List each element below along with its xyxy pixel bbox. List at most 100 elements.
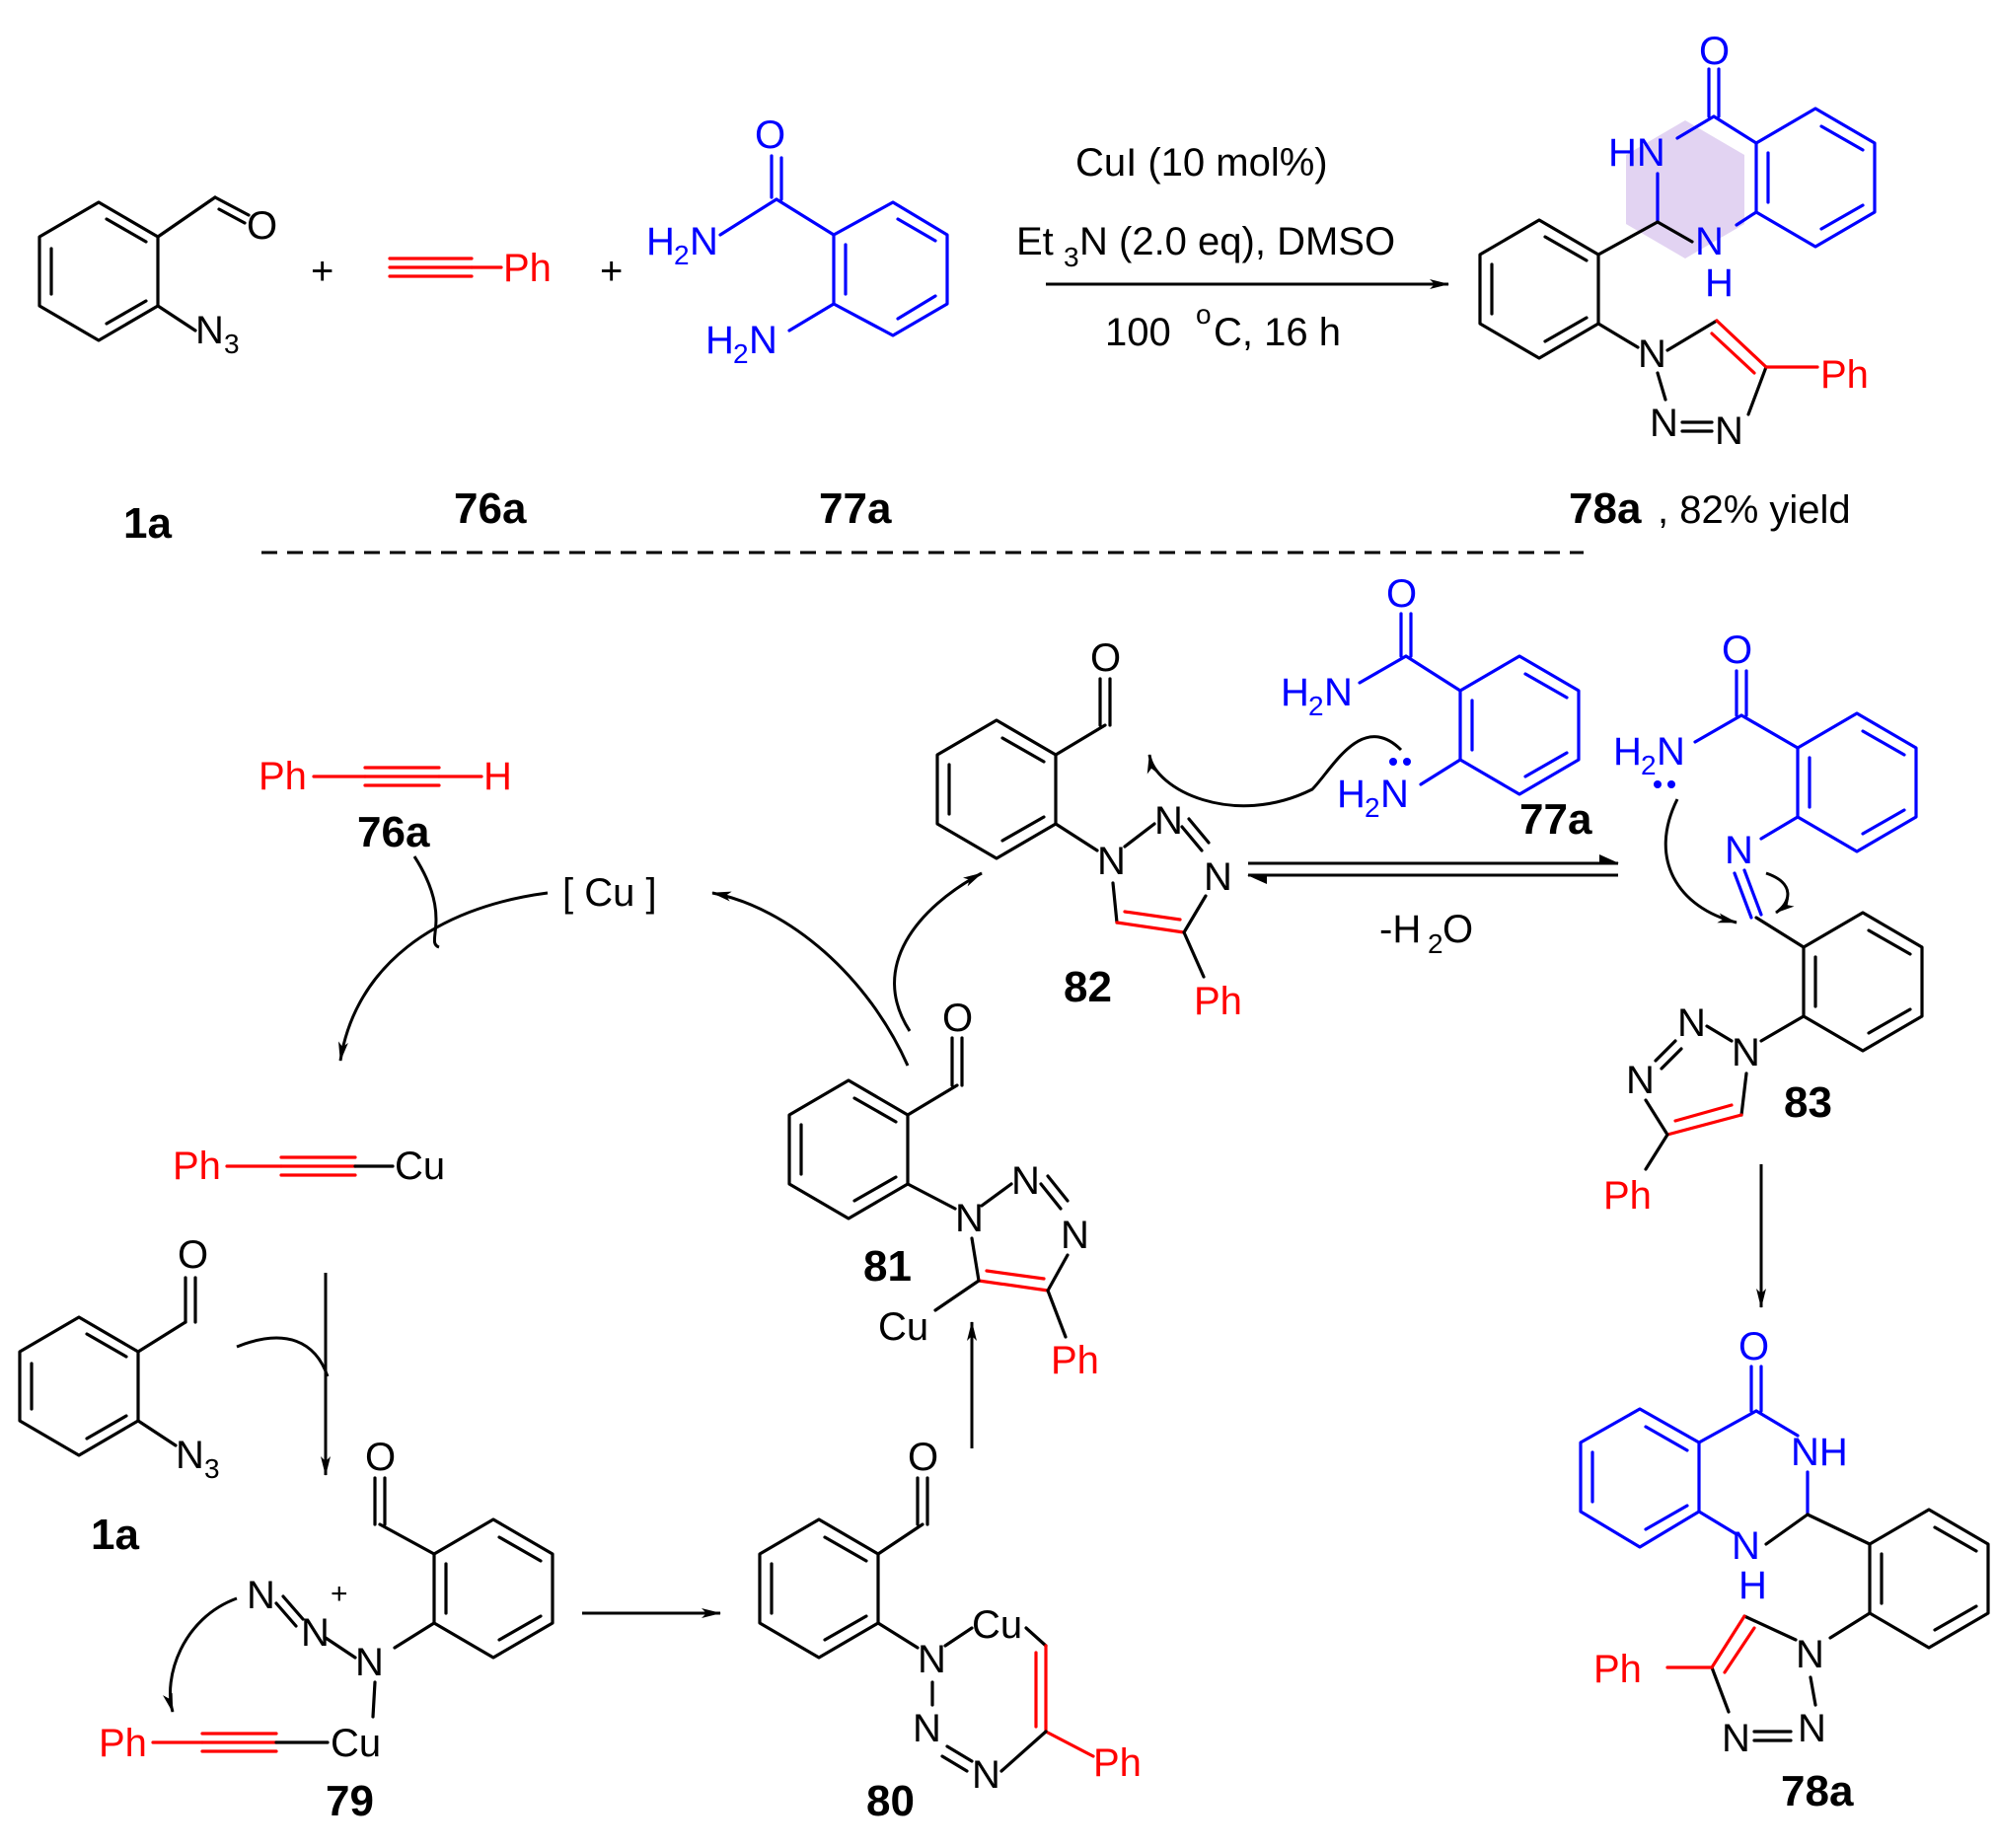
atom-H2N: H: [705, 319, 734, 362]
conditions-line-3b: C, 16 h: [1214, 311, 1341, 354]
label-80: 80: [866, 1777, 915, 1825]
atom-N: N: [955, 1197, 984, 1240]
atom-Ph: Ph: [1093, 1741, 1142, 1785]
atom-N: N: [1677, 1001, 1706, 1045]
atom-O: O: [178, 1233, 208, 1277]
structure-82: O N N N Ph: [935, 636, 1242, 1023]
label-1a-mech: 1a: [91, 1511, 139, 1559]
structure-77a-mech: O H 2 N H 2 N: [1281, 572, 1581, 823]
structure-80: O N Cu Ph N N: [758, 1436, 1142, 1797]
water-loss-sub: 2: [1428, 928, 1443, 959]
atom-N: N: [1204, 855, 1232, 899]
structure-77a-top: O H 2 N H 2 N: [646, 113, 949, 369]
structure-78a-mech: O NH N H N Ph N N: [1579, 1325, 1990, 1760]
conditions-line-1: CuI (10 mol%): [1075, 141, 1328, 185]
atom-H2N: H: [1613, 730, 1642, 774]
atom-H: H: [1705, 261, 1734, 305]
atom-N: N: [1154, 799, 1183, 843]
label-77a-mech: 77a: [1519, 795, 1592, 844]
arrow-cu-to-acetylide: [338, 891, 549, 1062]
atom-Ph: Ph: [1820, 353, 1869, 397]
atom-N: N: [1798, 1707, 1826, 1750]
arrow-intramolecular: [1663, 798, 1737, 924]
reaction-conditions: CuI (10 mol%) Et 3 N (2.0 eq), DMSO 100 …: [1016, 141, 1449, 354]
atom-N: N: [1638, 333, 1666, 376]
label-83: 83: [1784, 1078, 1832, 1127]
atom-N: N: [301, 1611, 330, 1655]
atom-HN: HN: [1608, 131, 1665, 175]
atom-N3-sub: 3: [204, 1453, 220, 1484]
structure-76a-top: Ph: [388, 247, 552, 290]
atom-Ph: Ph: [1593, 1648, 1642, 1691]
atom-N: N: [1695, 220, 1724, 263]
atom-N: N: [1732, 1031, 1760, 1074]
arrow-76a-in: [412, 855, 440, 949]
atom-N: N: [247, 1574, 275, 1617]
arrow-1a-in: [236, 1336, 330, 1377]
label-76a-mech: 76a: [357, 808, 430, 856]
atom-Ph: Ph: [503, 247, 552, 290]
atom-N: N: [913, 1707, 941, 1750]
atom-Cu: Cu: [878, 1305, 928, 1349]
atom-N: N: [749, 319, 777, 362]
structure-83: O H 2 N N N N N Ph: [1603, 628, 1924, 1218]
atom-Ph: Ph: [1603, 1174, 1652, 1218]
atom-N: N: [1650, 402, 1678, 445]
label-77a: 77a: [819, 484, 892, 533]
atom-Ph: Ph: [259, 755, 307, 798]
arrow-81-to-82: [893, 871, 983, 1032]
atom-H2N: H: [1337, 773, 1366, 816]
label-81: 81: [863, 1242, 912, 1291]
yield-text: , 82% yield: [1658, 488, 1851, 532]
arrow-79-curved: [162, 1596, 238, 1713]
conditions-line-3a: 100: [1105, 311, 1171, 354]
atom-H2N-sub: 2: [1641, 750, 1657, 780]
atom-O: O: [365, 1436, 396, 1479]
conditions-line-3-sup: o: [1196, 299, 1212, 330]
atom-O: O: [755, 113, 785, 157]
atom-H2N-sub: 2: [1308, 691, 1324, 721]
atom-N: N: [355, 1641, 384, 1684]
label-79: 79: [326, 1777, 374, 1825]
atom-O: O: [908, 1436, 938, 1479]
label-78a: 78a: [1569, 484, 1642, 533]
atom-N: N: [690, 220, 718, 263]
atom-O: O: [942, 997, 973, 1040]
atom-Cu: Cu: [331, 1722, 381, 1765]
atom-N: N: [918, 1638, 946, 1681]
structure-1a-top: O N 3: [37, 195, 277, 359]
water-loss-prefix: -H: [1379, 908, 1421, 951]
atom-N: N: [1097, 840, 1126, 883]
atom-H2N: H: [1281, 671, 1309, 714]
atom-N: N: [1380, 773, 1409, 816]
atom-N: N: [1796, 1633, 1824, 1676]
structure-79: O N N + N Cu Ph: [99, 1436, 554, 1765]
plus-sign-1: +: [311, 250, 333, 293]
structure-76a-mech: Ph H: [259, 755, 512, 798]
label-82: 82: [1064, 963, 1112, 1011]
charge-plus: +: [331, 1578, 348, 1610]
atom-Cu: Cu: [395, 1145, 445, 1188]
atom-O: O: [1699, 30, 1730, 73]
atom-Cu: Cu: [972, 1603, 1022, 1647]
atom-N: N: [1657, 730, 1685, 774]
atom-H2N-sub: 2: [674, 240, 690, 270]
conditions-line-2b: N (2.0 eq), DMSO: [1079, 220, 1395, 263]
copper-catalyst: [ Cu ]: [562, 871, 657, 915]
atom-Ph: Ph: [99, 1722, 147, 1765]
label-76a: 76a: [454, 484, 527, 533]
atom-N3-sub: 3: [224, 329, 240, 359]
arrow-to-cu: [711, 891, 910, 1067]
atom-NH: NH: [1791, 1431, 1848, 1474]
atom-H2N-sub: 2: [733, 338, 749, 369]
atom-H2N-sub: 2: [1365, 792, 1380, 823]
atom-Ph: Ph: [1194, 980, 1242, 1023]
atom-N: N: [1626, 1059, 1655, 1102]
conditions-line-2-sub: 3: [1064, 242, 1079, 272]
plus-sign-2: +: [600, 250, 623, 293]
atom-N: N: [1061, 1214, 1089, 1257]
atom-H: H: [1738, 1564, 1767, 1607]
structure-81: O N N N Cu Ph: [787, 997, 1099, 1382]
atom-O: O: [247, 204, 277, 248]
